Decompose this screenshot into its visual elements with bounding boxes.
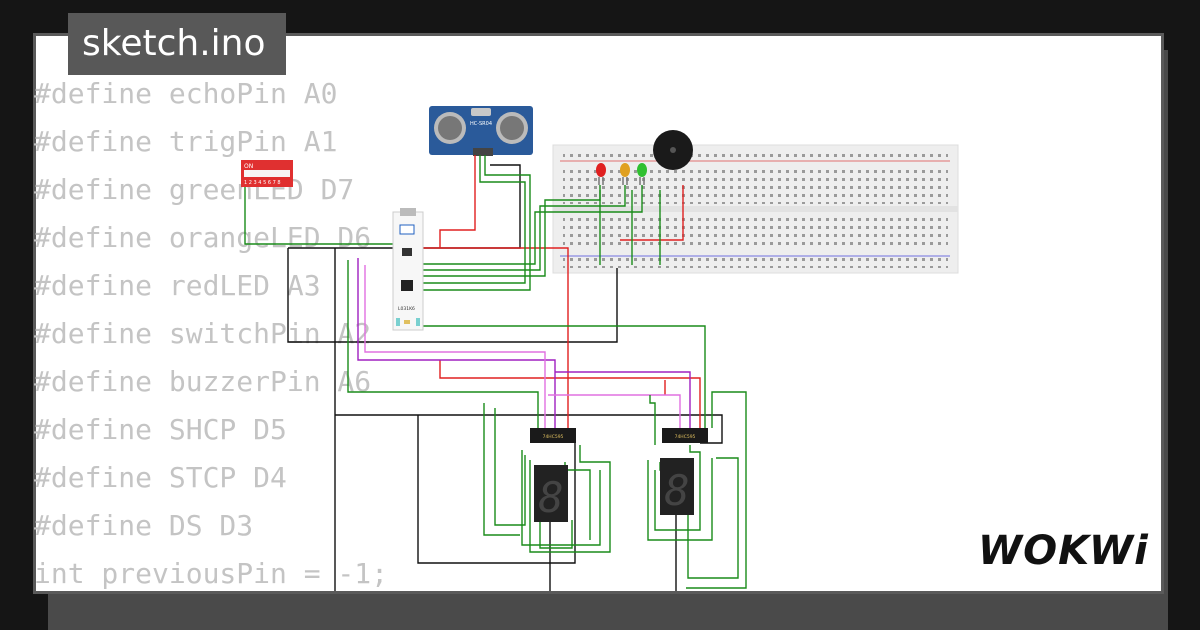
shift-register-1[interactable]: 74HC595 [530,428,576,443]
code-line: #define switchPin A2 [34,317,372,350]
code-line: int previousPin = -1; [34,557,389,590]
code-line: #define echoPin A0 [34,77,338,110]
led-green[interactable] [637,163,647,185]
code-line: #define trigPin A1 [34,125,338,158]
diagram-card [33,33,1164,594]
shift-register-label: 74HC595 [543,434,564,440]
sketch-title: sketch.ino [68,13,286,75]
seven-segment-digit: 8 [664,466,689,515]
shift-register-label: 74HC595 [675,434,696,440]
nucleo-board[interactable]: L031K6 [392,208,424,331]
led-orange[interactable] [620,163,630,185]
seven-segment-digit: 8 [538,473,563,522]
code-line: #define DS D3 [34,509,254,542]
ultrasonic-sensor[interactable]: HC-SR04 [429,106,533,156]
code-line: #define redLED A3 [34,269,321,302]
dip-numbers: 1 2 3 4 5 6 7 8 [244,180,281,186]
code-line: #define STCP D4 [34,461,287,494]
breadboard[interactable] [552,144,959,274]
wokwi-logo: WOKWi [978,528,1149,574]
dip-label: ON [244,163,253,170]
seven-segment-1[interactable]: 8 [534,465,568,522]
led-red[interactable] [596,163,606,185]
buzzer[interactable] [653,130,693,170]
code-line: #define SHCP D5 [34,413,287,446]
shift-register-2[interactable]: 74HC595 [662,428,708,443]
ultrasonic-label: HC-SR04 [470,121,492,127]
dip-switch[interactable]: ON 1 2 3 4 5 6 7 8 [241,160,293,187]
board-label: L031K6 [398,306,415,312]
wires [244,155,747,591]
seven-segment-2[interactable]: 8 [660,458,694,515]
